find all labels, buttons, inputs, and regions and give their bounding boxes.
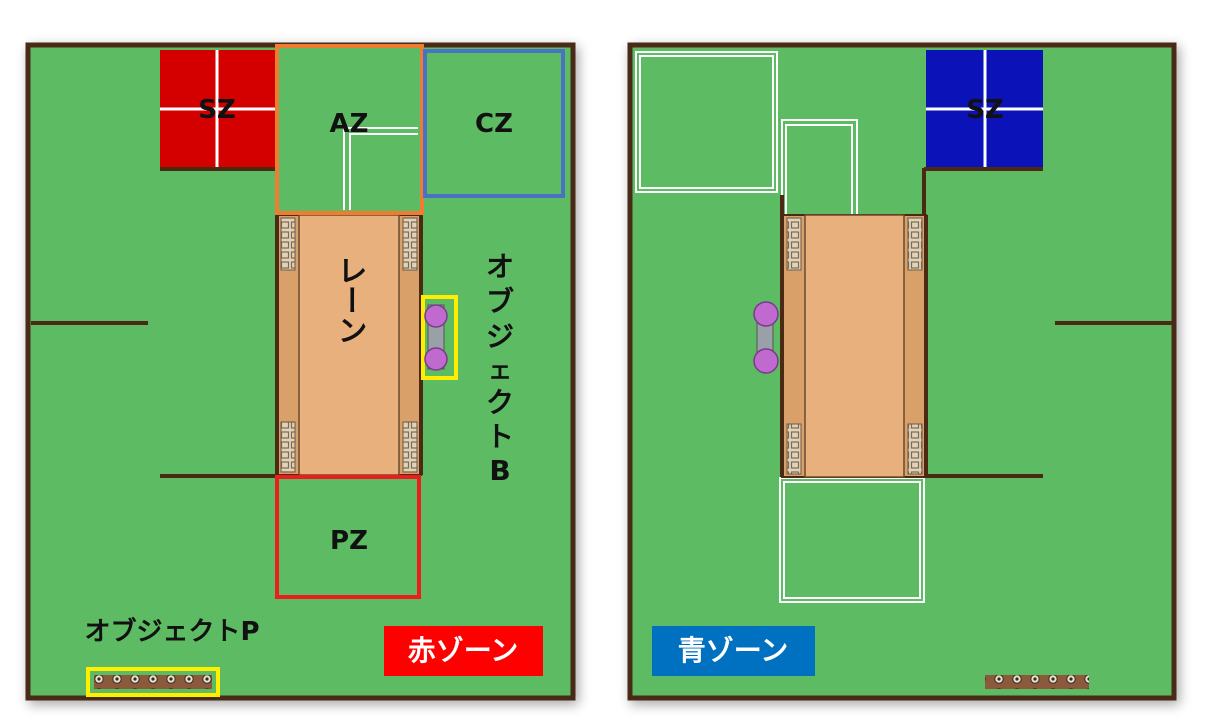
red-field: SZ AZ CZ レーン PZ オ ブ ジ ェ ク ト B オブジェクトP 赤ゾ… [25, 42, 576, 701]
red-sz-label: SZ [198, 95, 236, 125]
blue-object-b [753, 301, 779, 374]
pz-outline [275, 475, 421, 599]
object-b-char: ジ [486, 320, 514, 353]
red-az-path [343, 127, 418, 210]
red-zone-tag-label: 赤ゾーン [408, 634, 519, 667]
object-p [86, 667, 220, 697]
blue-zone-tag-label: 青ゾーン [678, 634, 789, 667]
blue-field: SZ 青ゾーン [627, 42, 1177, 701]
red-lane-area [275, 214, 423, 476]
blue-zone-tag [652, 626, 815, 676]
object-p-label: オブジェクトP [84, 616, 259, 647]
blue-object-p [985, 675, 1089, 689]
blue-start-zone [924, 50, 1043, 171]
az-label: AZ [330, 109, 369, 139]
object-b-char: ト [486, 420, 514, 453]
blue-field-walls [922, 168, 1172, 478]
blue-sz-label: SZ [966, 95, 1004, 125]
object-b-char: ク [486, 386, 514, 419]
red-field-walls [31, 321, 278, 478]
pz-label: PZ [330, 526, 368, 556]
cz-label: CZ [475, 109, 513, 139]
lane-label: レーン [332, 255, 367, 345]
cz-outline [423, 49, 565, 198]
red-start-zone [160, 50, 276, 171]
object-b [421, 295, 458, 380]
red-zone-tag [384, 626, 543, 676]
object-b-char: ブ [486, 285, 514, 318]
object-b-char: ェ [488, 356, 512, 384]
blue-lane-area [780, 195, 928, 478]
az-outline [275, 44, 424, 215]
object-b-label: オ ブ ジ ェ ク ト B [486, 250, 514, 487]
object-b-char: B [489, 454, 510, 487]
object-b-char: オ [486, 250, 514, 283]
